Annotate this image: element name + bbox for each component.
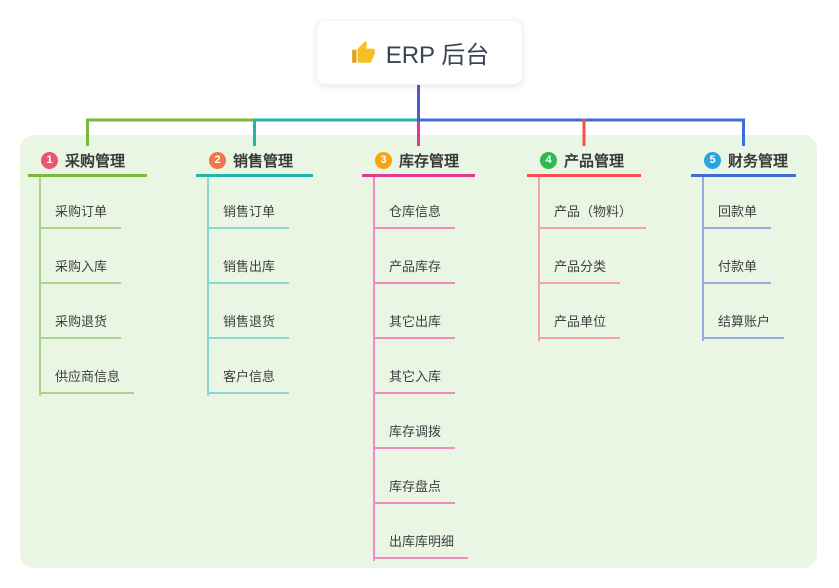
child-node[interactable]: 供应商信息 xyxy=(39,364,135,394)
child-node[interactable]: 库存调拨 xyxy=(373,419,456,449)
child-node[interactable]: 采购入库 xyxy=(39,254,122,284)
branch-badge-1: 1 xyxy=(41,151,58,169)
branch-child-connector xyxy=(373,177,375,561)
branch-badge-5: 5 xyxy=(704,151,721,169)
child-node[interactable]: 结算账户 xyxy=(702,309,785,339)
child-node[interactable]: 客户信息 xyxy=(207,364,290,394)
child-node[interactable]: 销售订单 xyxy=(207,199,290,229)
child-node[interactable]: 库存盘点 xyxy=(373,474,456,504)
branch-node-5[interactable]: 5 财务管理 xyxy=(691,146,796,177)
branch-title-label: 采购管理 xyxy=(65,152,126,170)
branch-child-connector xyxy=(207,177,209,396)
child-node[interactable]: 其它入库 xyxy=(373,364,456,394)
child-node[interactable]: 采购退货 xyxy=(39,309,122,339)
child-node[interactable]: 产品库存 xyxy=(373,254,456,284)
child-node[interactable]: 其它出库 xyxy=(373,309,456,339)
child-node[interactable]: 销售出库 xyxy=(207,254,290,284)
branch-child-connector xyxy=(39,177,41,396)
branch-node-1[interactable]: 1 采购管理 xyxy=(28,146,147,177)
branch-badge-2: 2 xyxy=(209,151,226,169)
branch-node-3[interactable]: 3 库存管理 xyxy=(362,146,475,177)
branch-badge-3: 3 xyxy=(375,151,392,169)
child-node[interactable]: 出库库明细 xyxy=(373,529,469,559)
child-node[interactable]: 回款单 xyxy=(702,199,772,229)
child-node[interactable]: 仓库信息 xyxy=(373,199,456,229)
child-node[interactable]: 产品分类 xyxy=(538,254,621,284)
root-node[interactable]: ERP 后台 xyxy=(316,20,523,85)
child-node[interactable]: 产品（物料） xyxy=(538,199,647,229)
branch-title-label: 财务管理 xyxy=(728,152,789,170)
root-title: ERP 后台 xyxy=(385,42,490,69)
child-node[interactable]: 付款单 xyxy=(702,254,772,284)
branch-title-label: 库存管理 xyxy=(399,152,460,170)
thumbs-up-icon xyxy=(351,40,375,63)
branch-title-label: 产品管理 xyxy=(564,152,625,170)
child-node[interactable]: 产品单位 xyxy=(538,309,621,339)
branch-badge-4: 4 xyxy=(540,151,557,169)
child-node[interactable]: 销售退货 xyxy=(207,309,290,339)
branch-node-2[interactable]: 2 销售管理 xyxy=(196,146,313,177)
branch-title-label: 销售管理 xyxy=(233,152,294,170)
branch-child-connector xyxy=(538,177,540,341)
branch-node-4[interactable]: 4 产品管理 xyxy=(527,146,641,177)
child-node[interactable]: 采购订单 xyxy=(39,199,122,229)
branch-child-connector xyxy=(702,177,704,341)
branches-panel xyxy=(20,135,817,568)
